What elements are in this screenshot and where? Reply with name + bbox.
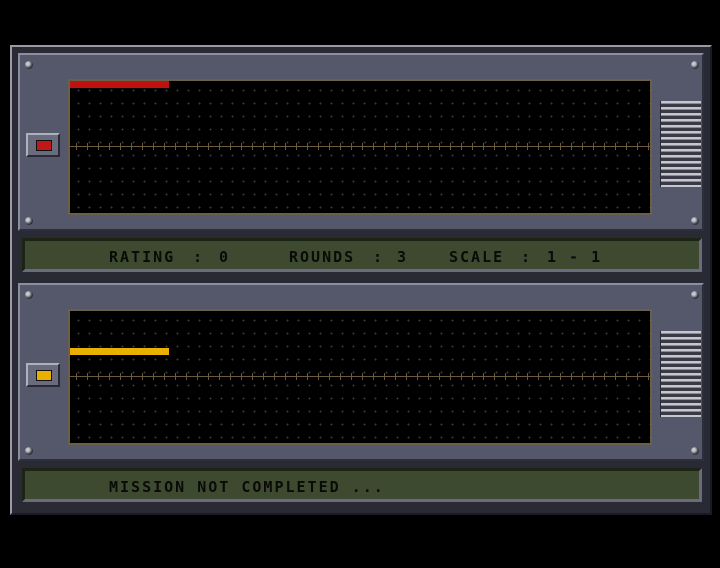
screw-icon <box>25 217 33 225</box>
rating-separator: : <box>193 248 205 266</box>
scale-separator: : <box>521 248 533 266</box>
screw-icon <box>25 61 33 69</box>
red-indicator-lamp <box>36 140 52 151</box>
scale-label: SCALE <box>449 248 505 266</box>
red-channel-button[interactable] <box>26 133 60 157</box>
mission-message: MISSION NOT COMPLETED ... <box>109 478 385 496</box>
yellow-rating-bar <box>70 348 169 355</box>
vent-grille <box>660 101 701 187</box>
scale-value: 1 - 1 <box>547 248 603 266</box>
graph-ticks <box>70 373 650 380</box>
graph-ticks <box>70 143 650 150</box>
yellow-indicator-lamp <box>36 370 52 381</box>
screw-icon <box>691 217 699 225</box>
rounds-value: 3 <box>397 248 409 266</box>
rounds-separator: : <box>373 248 385 266</box>
vent-grille <box>660 331 701 417</box>
screw-icon <box>691 447 699 455</box>
rating-status-bar: RATING : 0 ROUNDS : 3 SCALE : 1 - 1 <box>22 238 702 272</box>
screw-icon <box>691 291 699 299</box>
screw-icon <box>25 291 33 299</box>
bottom-monitor-panel <box>18 283 704 461</box>
bottom-graph-display <box>68 309 652 445</box>
rating-value: 0 <box>219 248 231 266</box>
red-rating-bar <box>70 81 169 88</box>
screw-icon <box>25 447 33 455</box>
top-graph-display <box>68 79 652 215</box>
rating-label: RATING <box>109 248 176 266</box>
yellow-channel-button[interactable] <box>26 363 60 387</box>
top-monitor-panel <box>18 53 704 231</box>
screw-icon <box>691 61 699 69</box>
mission-status-bar: MISSION NOT COMPLETED ... <box>22 468 702 502</box>
rounds-label: ROUNDS <box>289 248 356 266</box>
